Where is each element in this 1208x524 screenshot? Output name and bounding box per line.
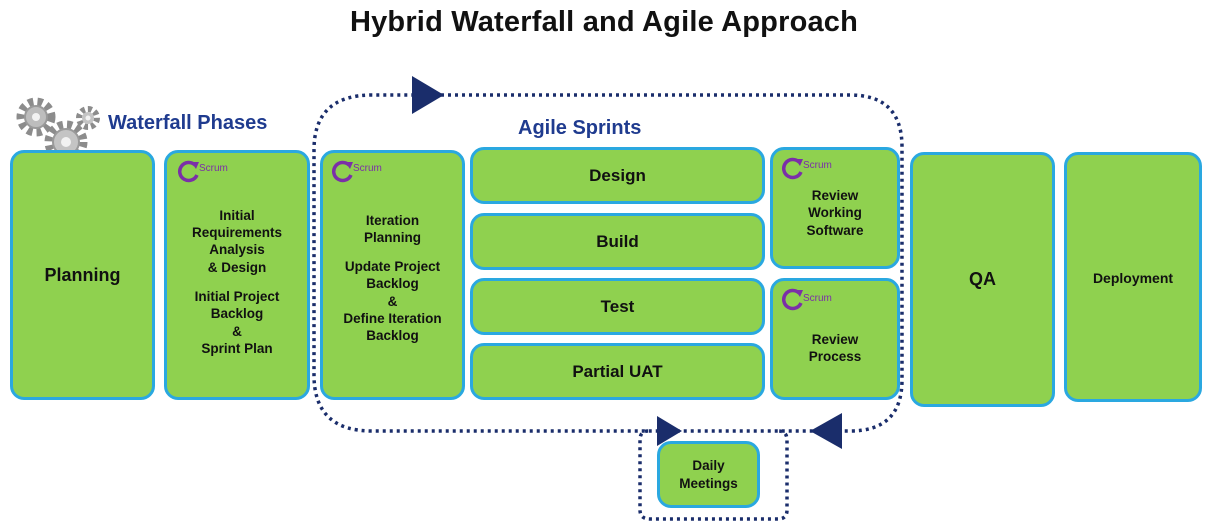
- build-label: Build: [596, 231, 639, 251]
- iteration-line-2: Planning: [364, 229, 421, 245]
- daily-line-2: Meetings: [679, 475, 738, 491]
- scrum-cycle-icon: [782, 288, 803, 311]
- iteration-line-1: Iteration: [365, 212, 420, 228]
- scrum-label: Scrum: [353, 162, 382, 174]
- planning-box: Planning: [10, 150, 155, 400]
- review-software-box: Scrum Review Working Software: [770, 147, 900, 269]
- iteration-line-4: Backlog: [366, 276, 419, 292]
- initial-line-6: Backlog: [210, 306, 264, 322]
- deployment-label: Deployment: [1092, 270, 1174, 286]
- qa-box: QA: [910, 152, 1055, 407]
- daily-meetings-box: Daily Meetings: [657, 441, 760, 508]
- initial-line-4: & Design: [207, 259, 267, 275]
- partial-uat-box: Partial UAT: [470, 343, 765, 400]
- scrum-tag: Scrum: [331, 159, 382, 183]
- arrow-left-icon: [810, 413, 842, 449]
- design-box: Design: [470, 147, 765, 204]
- initial-line-7: &: [232, 323, 242, 339]
- review-software-line-3: Software: [806, 222, 864, 238]
- diagram-title: Hybrid Waterfall and Agile Approach: [349, 6, 859, 38]
- initial-line-2: Requirements: [191, 225, 283, 241]
- arrow-right-icon: [657, 416, 682, 446]
- review-process-box: Scrum Review Process: [770, 278, 900, 400]
- initial-line-5: Initial Project: [194, 289, 280, 304]
- planning-label: Planning: [44, 264, 121, 285]
- gears-icon: [16, 97, 100, 164]
- iteration-line-3: Update Project: [344, 259, 441, 275]
- design-label: Design: [589, 165, 646, 185]
- initial-line-3: Analysis: [209, 242, 265, 258]
- iteration-line-5: &: [387, 293, 398, 309]
- scrum-tag: Scrum: [781, 156, 832, 180]
- scrum-tag: Scrum: [177, 159, 228, 183]
- scrum-label: Scrum: [199, 162, 228, 174]
- arrow-right-icon: [412, 76, 444, 114]
- initial-line-1: Initial: [219, 207, 255, 223]
- iteration-line-7: Backlog: [366, 328, 419, 344]
- scrum-label: Scrum: [803, 292, 832, 304]
- qa-label: QA: [969, 269, 996, 289]
- scrum-cycle-icon: [782, 157, 803, 180]
- iteration-planning-box: Scrum Iteration Planning Update Project …: [320, 150, 465, 400]
- test-label: Test: [600, 296, 635, 316]
- review-process-line-1: Review: [811, 331, 859, 347]
- waterfall-phases-label: Waterfall Phases: [108, 112, 268, 134]
- daily-loop-path: [638, 429, 789, 521]
- iteration-line-6: Define Iteration: [343, 310, 442, 326]
- initial-line-8: Sprint Plan: [201, 340, 273, 356]
- partial-uat-label: Partial UAT: [572, 361, 663, 381]
- scrum-cycle-icon: [332, 160, 353, 183]
- review-software-line-2: Working: [808, 205, 862, 221]
- test-box: Test: [470, 278, 765, 335]
- scrum-tag: Scrum: [781, 287, 832, 311]
- daily-line-1: Daily: [692, 458, 725, 474]
- scrum-label: Scrum: [803, 159, 832, 171]
- review-software-line-1: Review: [811, 188, 859, 204]
- build-box: Build: [470, 213, 765, 270]
- agile-sprints-label: Agile Sprints: [518, 117, 642, 139]
- deployment-box: Deployment: [1064, 152, 1202, 402]
- review-process-line-2: Process: [808, 349, 862, 364]
- initial-requirements-box: Scrum Initial Requirements Analysis & De…: [164, 150, 310, 400]
- scrum-cycle-icon: [178, 160, 199, 183]
